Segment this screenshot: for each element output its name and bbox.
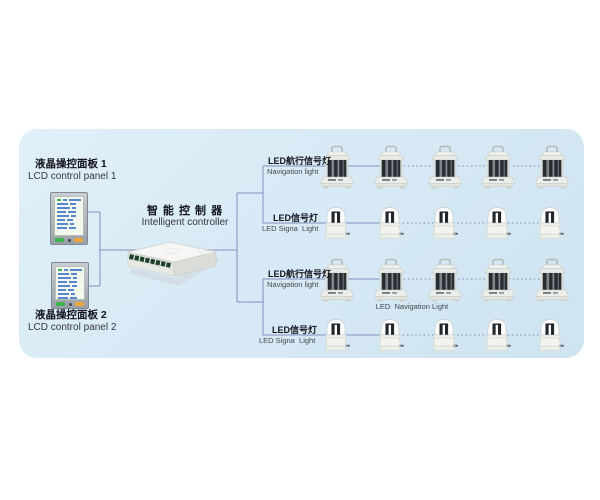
lcd-panel-1-device [50,192,88,245]
diagram-panel [19,129,584,358]
green-button [55,238,64,242]
lcd-buttons [54,236,84,242]
indicator-dot [68,302,72,306]
orange-button [74,238,83,242]
lcd-buttons [55,300,85,306]
lcd-panel-2-device [51,262,89,309]
lcd-screen [55,266,85,300]
lcd-screen [54,196,84,236]
orange-button [75,302,84,306]
indicator-dot [67,238,71,242]
green-button [56,302,65,306]
